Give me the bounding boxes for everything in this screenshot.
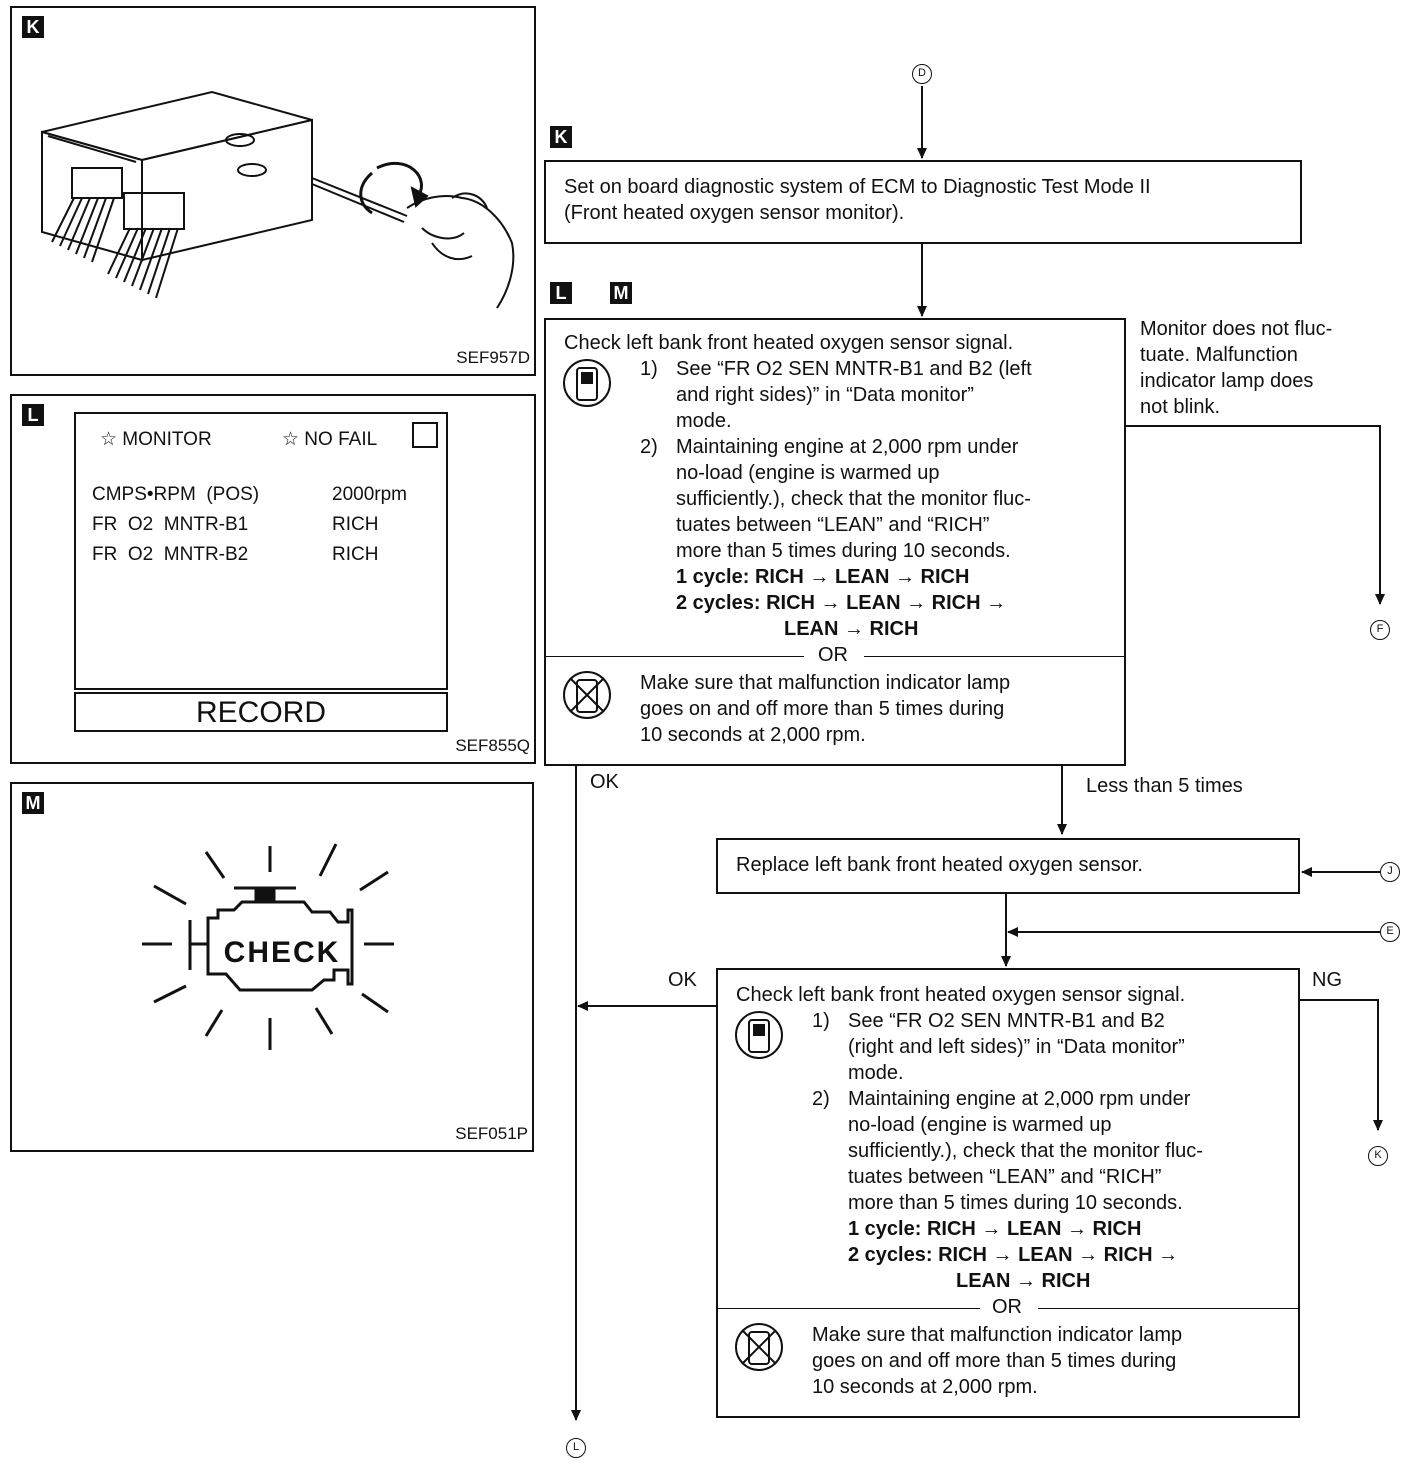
row-value-1: RICH xyxy=(332,514,379,535)
record-label: RECORD xyxy=(195,696,326,729)
ecm-screwdriver-illustration xyxy=(41,90,515,309)
box2-mil-line1: Make sure that malfunction indicator lam… xyxy=(640,672,1011,694)
connector-f: F xyxy=(1370,620,1390,640)
box4-mil-line2: goes on and off more than 5 times during xyxy=(812,1350,1177,1372)
box4-step2-line4: tuates between “LEAN” and “RICH” xyxy=(848,1166,1162,1188)
box4-mil-line3: 10 seconds at 2,000 rpm. xyxy=(812,1376,1038,1398)
box4-step1-line1: See “FR O2 SEN MNTR-B1 and B2 xyxy=(848,1010,1165,1032)
panel-k-ecm-illustration: K SEF95 xyxy=(10,6,536,376)
box4-or-divider-left xyxy=(718,1308,980,1309)
box2-step2-num: 2) xyxy=(640,436,658,458)
box4-cycle2b: LEAN → RICH xyxy=(956,1270,1091,1292)
row-name-0: CMPS•RPM (POS) xyxy=(92,484,260,505)
box2-or-divider-left xyxy=(546,656,804,657)
box4-cycle1: 1 cycle: RICH → LEAN → RICH xyxy=(848,1218,1142,1240)
box4-step1-line2: (right and left sides)” in “Data monitor… xyxy=(848,1036,1185,1058)
panel-m-tag: M xyxy=(22,792,44,814)
box4-step2-num: 2) xyxy=(812,1088,830,1110)
ng-label: NG xyxy=(1312,969,1342,991)
box4-title: Check left bank front heated oxygen sens… xyxy=(736,984,1186,1006)
row-name-2: FR O2 MNTR-B2 xyxy=(92,544,249,565)
arrow-box4-ng xyxy=(1298,999,1383,1131)
panel-m-check-lamp: M CHECK SEF051P xyxy=(10,782,534,1152)
panel-l-data-monitor-screen: L ☆ MONITOR ☆ NO FAIL CMPS•RPM (POS) 200… xyxy=(10,394,536,764)
box2-step1-num: 1) xyxy=(640,358,658,380)
connector-d: D xyxy=(912,64,932,84)
box2-cycle2b: LEAN → RICH xyxy=(784,618,919,640)
box2-tag-m: M xyxy=(610,282,632,304)
nofail-checkbox xyxy=(412,422,438,448)
box2-cycle2a: 2 cycles: RICH → LEAN → RICH → xyxy=(676,592,1007,614)
right-note-line1: Monitor does not fluc- xyxy=(1140,318,1333,340)
box1-line1: Set on board diagnostic system of ECM to… xyxy=(564,176,1151,198)
box4-step2-line5: more than 5 times during 10 seconds. xyxy=(848,1192,1183,1214)
check-lamp-text: CHECK xyxy=(224,936,341,969)
box2-step2-line3: sufficiently.), check that the monitor f… xyxy=(676,488,1031,510)
row-name-1: FR O2 MNTR-B1 xyxy=(92,514,249,535)
box4-step2-line3: sufficiently.), check that the monitor f… xyxy=(848,1140,1203,1162)
box2-step1-line2: and right sides)” in “Data monitor” xyxy=(676,384,974,406)
monitor-label: ☆ MONITOR xyxy=(100,429,212,450)
box4-mil-line1: Make sure that malfunction indicator lam… xyxy=(812,1324,1183,1346)
box-check-signal-2: Check left bank front heated oxygen sens… xyxy=(716,968,1300,1418)
monitor-screen: ☆ MONITOR ☆ NO FAIL CMPS•RPM (POS) 2000r… xyxy=(74,412,448,690)
panel-k-reference-code: SEF957D xyxy=(456,348,530,367)
row-value-2: RICH xyxy=(332,544,379,565)
consult-tester-icon-2 xyxy=(735,1011,783,1059)
right-note-line3: indicator lamp does xyxy=(1140,370,1314,392)
box2-tag-l: L xyxy=(550,282,572,304)
row-value-0: 2000rpm xyxy=(332,484,407,505)
box1-tag: K xyxy=(550,126,572,148)
box-check-signal-1: Check left bank front heated oxygen sens… xyxy=(544,318,1126,766)
connector-e: E xyxy=(1380,922,1400,942)
panel-m-reference-code: SEF051P xyxy=(455,1124,528,1143)
arrow-box2-to-f xyxy=(1124,425,1385,605)
right-note-line2: tuate. Malfunction xyxy=(1140,344,1298,366)
box2-or-divider-right xyxy=(864,656,1126,657)
box2-step1-line3: mode. xyxy=(676,410,732,432)
box2-cycle1: 1 cycle: RICH → LEAN → RICH xyxy=(676,566,970,588)
box4-or-divider-right xyxy=(1038,1308,1298,1309)
panel-k-tag: K xyxy=(22,16,44,38)
connector-l: L xyxy=(566,1438,586,1458)
box-set-diagnostic-mode: Set on board diagnostic system of ECM to… xyxy=(544,160,1302,244)
no-tools-icon xyxy=(563,671,611,719)
box4-step1-line3: mode. xyxy=(848,1062,904,1084)
panel-l-tag: L xyxy=(22,404,44,426)
box4-or-label: OR xyxy=(992,1296,1022,1318)
right-note-line4: not blink. xyxy=(1140,396,1221,418)
box4-step2-line1: Maintaining engine at 2,000 rpm under xyxy=(848,1088,1191,1110)
box4-cycle2a: 2 cycles: RICH → LEAN → RICH → xyxy=(848,1244,1179,1266)
box2-mil-line3: 10 seconds at 2,000 rpm. xyxy=(640,724,866,746)
box2-or-label: OR xyxy=(818,644,848,666)
nofail-label: ☆ NO FAIL xyxy=(282,429,378,450)
box4-step1-num: 1) xyxy=(812,1010,830,1032)
box2-step2-line4: tuates between “LEAN” and “RICH” xyxy=(676,514,990,536)
record-button[interactable]: RECORD xyxy=(74,692,448,732)
connector-j: J xyxy=(1380,862,1400,882)
box2-title: Check left bank front heated oxygen sens… xyxy=(564,332,1014,354)
box4-step2-line2: no-load (engine is warmed up xyxy=(848,1114,1112,1136)
check-engine-lamp-icon: CHECK xyxy=(142,843,394,1050)
consult-tester-icon xyxy=(563,359,611,407)
ok-label-2: OK xyxy=(668,969,697,991)
box-replace-sensor: Replace left bank front heated oxygen se… xyxy=(716,838,1300,894)
box2-step2-line5: more than 5 times during 10 seconds. xyxy=(676,540,1011,562)
box1-line2: (Front heated oxygen sensor monitor). xyxy=(564,202,905,224)
less-than-label: Less than 5 times xyxy=(1086,775,1243,797)
ok-label-1: OK xyxy=(590,771,619,793)
box2-step2-line1: Maintaining engine at 2,000 rpm under xyxy=(676,436,1019,458)
box3-text: Replace left bank front heated oxygen se… xyxy=(736,854,1143,876)
box2-step1-line1: See “FR O2 SEN MNTR-B1 and B2 (left xyxy=(676,358,1032,380)
panel-l-reference-code: SEF855Q xyxy=(455,736,530,755)
box2-mil-line2: goes on and off more than 5 times during xyxy=(640,698,1005,720)
connector-k: K xyxy=(1368,1146,1388,1166)
box2-step2-line2: no-load (engine is warmed up xyxy=(676,462,940,484)
no-tools-icon-2 xyxy=(735,1323,783,1371)
